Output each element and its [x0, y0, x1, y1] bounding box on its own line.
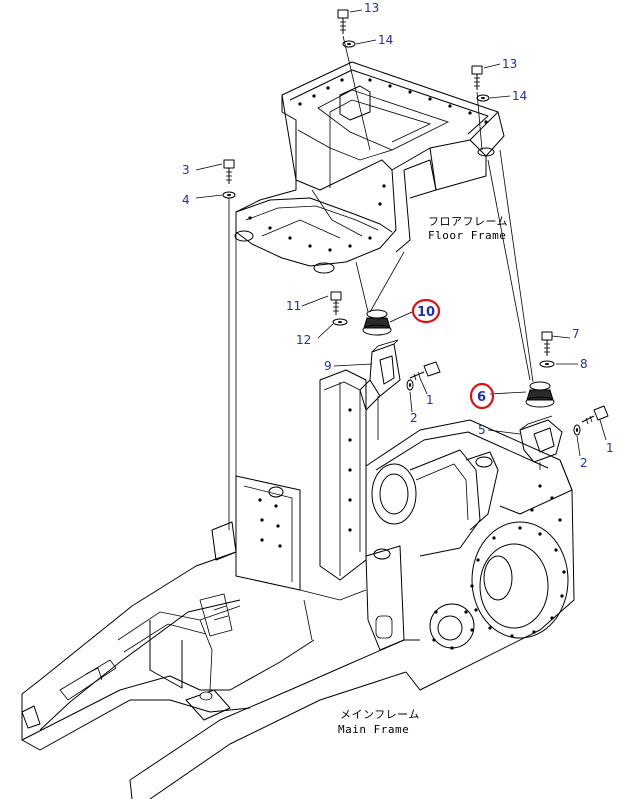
callout-3[interactable]: 3	[182, 163, 190, 177]
callout-6[interactable]: 6	[477, 390, 486, 405]
callout-2-left[interactable]: 2	[410, 411, 418, 425]
callout-11[interactable]: 11	[286, 299, 301, 313]
callout-13-top[interactable]: 13	[364, 1, 379, 15]
main-frame-drawing	[21, 369, 575, 799]
callout-14-right[interactable]: 14	[512, 89, 527, 103]
main-frame-label-jp: メインフレーム	[340, 708, 420, 721]
callout-7[interactable]: 7	[572, 327, 580, 341]
callout-13-right[interactable]: 13	[502, 57, 517, 71]
callout-12[interactable]: 12	[296, 333, 311, 347]
callout-14-top[interactable]: 14	[378, 33, 393, 47]
alignment-lines	[228, 35, 541, 530]
frame-labels: フロアフレーム Floor Frame メインフレーム Main Frame	[338, 215, 508, 736]
leader-lines	[195, 9, 607, 457]
callout-8[interactable]: 8	[580, 357, 588, 371]
top-fasteners	[222, 9, 490, 199]
mount-assembly-right	[519, 331, 609, 463]
highlight-ring-10	[411, 298, 441, 324]
floor-frame-label-en: Floor Frame	[428, 229, 506, 242]
callout-9[interactable]: 9	[324, 359, 332, 373]
callout-2-right[interactable]: 2	[580, 456, 588, 470]
floor-frame-drawing	[234, 61, 505, 274]
callout-4[interactable]: 4	[182, 193, 190, 207]
callout-1-right[interactable]: 1	[606, 441, 614, 455]
callouts: 13 14 13 14 3 4 11 12 10 9 1 2 7 8 6 5 2…	[182, 1, 614, 470]
highlight-ring-6	[469, 382, 495, 410]
callout-1-left[interactable]: 1	[426, 393, 434, 407]
callout-10[interactable]: 10	[417, 305, 435, 320]
mount-assembly-left	[330, 291, 441, 411]
callout-5[interactable]: 5	[478, 423, 486, 437]
floor-frame-label-jp: フロアフレーム	[428, 215, 508, 228]
main-frame-label-en: Main Frame	[338, 723, 409, 736]
